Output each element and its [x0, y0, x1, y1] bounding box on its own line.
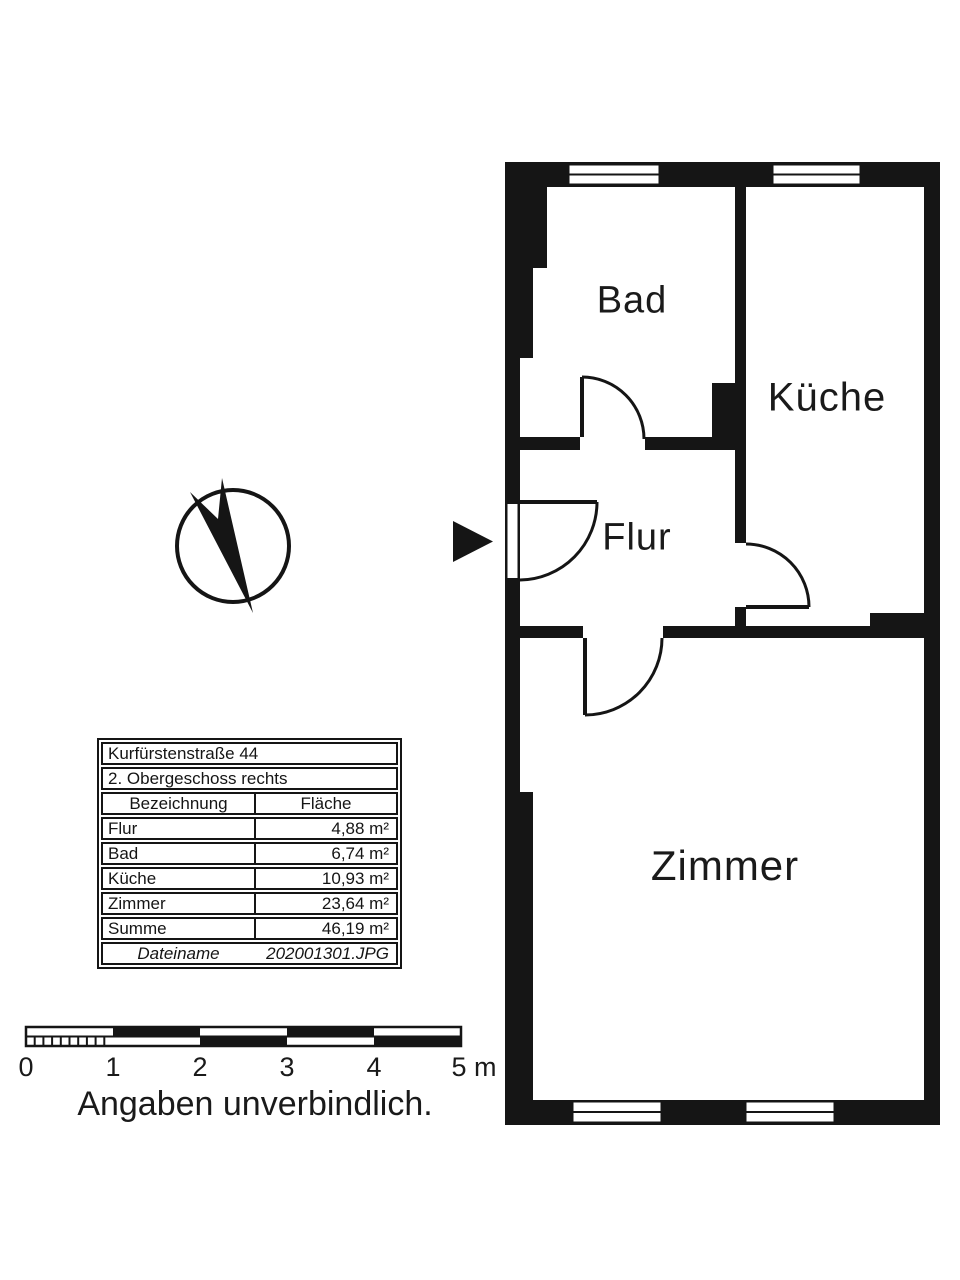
row-name: Flur	[108, 819, 138, 838]
scale-tick-5m: 5 m	[451, 1052, 497, 1082]
scale-tick-4: 4	[366, 1052, 382, 1082]
table-row-address1: Kurfürstenstraße 44	[101, 742, 398, 765]
room-label-zimmer: Zimmer	[650, 842, 800, 889]
north-arrow-icon	[175, 478, 291, 613]
entrance-threshold	[505, 502, 520, 580]
row-name: Summe	[108, 919, 167, 938]
entrance-arrow-icon	[453, 521, 493, 562]
table-row-bad: Bad 6,74 m²	[101, 842, 398, 865]
wall-bottom	[505, 1100, 940, 1125]
scale-seg-bottom-2-3	[200, 1036, 287, 1046]
wall-left-duct-lower	[505, 268, 533, 358]
file-value: 202001301.JPG	[266, 944, 389, 963]
table-row-kueche: Küche 10,93 m²	[101, 867, 398, 890]
compass-circle	[175, 488, 291, 604]
scale-tick-0: 0	[18, 1052, 34, 1082]
address-line2: 2. Obergeschoss rechts	[108, 769, 288, 788]
row-name: Zimmer	[108, 894, 166, 913]
walls	[505, 162, 940, 1125]
row-area: 46,19 m²	[254, 919, 396, 938]
windows	[567, 163, 862, 1124]
doors	[505, 375, 811, 717]
row-area: 6,74 m²	[254, 844, 396, 863]
column-header-bezeichnung: Bezeichnung	[129, 794, 228, 813]
compass-needle	[190, 478, 253, 613]
wall-bad-bottom-left	[520, 437, 580, 450]
row-name: Küche	[108, 869, 157, 888]
scale-bar	[24, 1025, 463, 1048]
zimmer-door-swing-arc	[584, 637, 664, 717]
disclaimer-text: Angaben unverbindlich.	[77, 1085, 433, 1123]
info-table: Kurfürstenstraße 44 2. Obergeschoss rech…	[97, 738, 402, 969]
wall-bad-bottom-right	[645, 437, 736, 450]
row-area: 23,64 m²	[254, 894, 396, 913]
scale-tick-2: 2	[192, 1052, 208, 1082]
scale-tick-1: 1	[105, 1052, 121, 1082]
room-label-kueche: Küche	[767, 375, 887, 420]
scale-seg-bottom-4-5	[374, 1036, 461, 1046]
table-row-dateiname: Dateiname 202001301.JPG	[101, 942, 398, 965]
room-label-bad: Bad	[596, 279, 668, 322]
kueche-door-swing-arc	[745, 542, 811, 608]
wall-left-zimmer-thick	[505, 792, 533, 1100]
file-label: Dateiname	[137, 944, 220, 963]
row-name: Bad	[108, 844, 139, 863]
bad-door-swing-arc	[581, 375, 646, 440]
wall-flur-bottom-left	[520, 626, 583, 638]
scale-bar-ticks	[33, 1036, 106, 1046]
scale-tick-3: 3	[279, 1052, 295, 1082]
scale-seg-top-1-2	[113, 1027, 200, 1037]
entrance-door-swing-arc	[519, 501, 599, 582]
row-area: 4,88 m²	[254, 819, 396, 838]
wall-right	[924, 162, 940, 1125]
table-row-flur: Flur 4,88 m²	[101, 817, 398, 840]
wall-bad-kueche	[735, 186, 746, 543]
wall-kueche-bottom-thick	[870, 613, 925, 638]
address-line1: Kurfürstenstraße 44	[108, 744, 259, 763]
row-area: 10,93 m²	[254, 869, 396, 888]
wall-kueche-door-stub	[735, 607, 746, 638]
scale-seg-top-3-4	[287, 1027, 374, 1037]
table-header-row: Bezeichnung Fläche	[101, 792, 398, 815]
table-row-summe: Summe 46,19 m²	[101, 917, 398, 940]
table-row-address2: 2. Obergeschoss rechts	[101, 767, 398, 790]
room-label-flur: Flur	[602, 516, 672, 559]
column-header-flaeche: Fläche	[254, 794, 396, 813]
table-row-zimmer: Zimmer 23,64 m²	[101, 892, 398, 915]
wall-flur-bottom-mid	[663, 626, 870, 638]
wall-left-duct-upper	[505, 186, 547, 268]
